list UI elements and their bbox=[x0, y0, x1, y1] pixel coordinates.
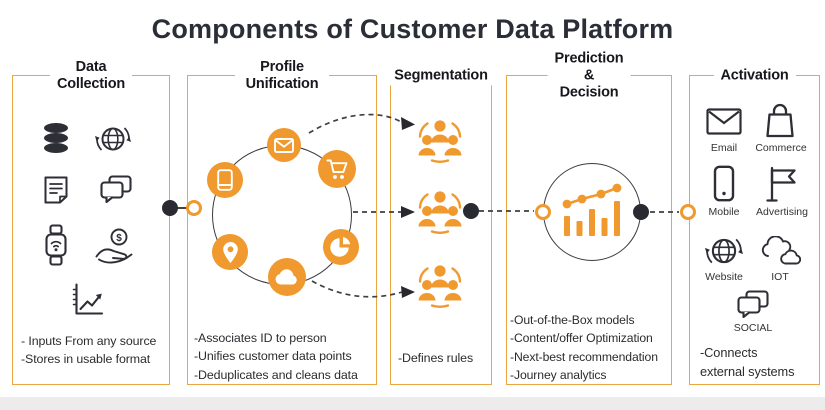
activation-bullets: -Connects external systems bbox=[700, 343, 795, 381]
bullet-line: -Out-of-the-Box models bbox=[510, 313, 635, 327]
connector-ring bbox=[535, 204, 551, 220]
section-header-data-collection: Data Collection bbox=[49, 57, 133, 95]
channel-label-iot: IOT bbox=[771, 271, 789, 283]
channel-label-email: Email bbox=[710, 142, 738, 154]
bullet-line: -Unifies customer data points bbox=[194, 349, 352, 364]
database-icon bbox=[44, 123, 68, 153]
connector-ring bbox=[186, 200, 202, 216]
audience-group-icon bbox=[418, 191, 462, 234]
connector-dot bbox=[463, 203, 479, 219]
section-header-prediction-decision: Prediction & Decision bbox=[547, 49, 631, 103]
channel-label-website: Website bbox=[705, 271, 743, 283]
section-header-segmentation: Segmentation bbox=[387, 66, 495, 86]
connector-dot bbox=[633, 204, 649, 220]
advertising-flag-icon bbox=[766, 166, 796, 202]
section-profile-unification: Profile Unification bbox=[187, 57, 377, 385]
social-chat-icon bbox=[737, 290, 769, 318]
email-icon bbox=[706, 108, 742, 135]
bullet-line: -Deduplicates and cleans data bbox=[194, 367, 358, 382]
web-globe-icon bbox=[95, 127, 131, 151]
smartwatch-icon bbox=[45, 224, 67, 266]
envelope-icon bbox=[267, 128, 301, 162]
pie-chart-icon bbox=[323, 229, 359, 265]
channel-label-mobile: Mobile bbox=[708, 206, 740, 218]
analytics-chart-icon bbox=[562, 183, 622, 236]
section-header-profile-unification: Profile Unification bbox=[235, 57, 329, 95]
bullet-line: -Journey analytics bbox=[510, 368, 607, 383]
audience-group-icon bbox=[418, 120, 462, 163]
cloud-icon bbox=[268, 258, 306, 296]
channel-label-commerce: Commerce bbox=[755, 142, 807, 154]
section-activation: Activation bbox=[689, 66, 820, 385]
profile-unification-bullets: -Associates ID to person -Unifies custom… bbox=[194, 329, 358, 384]
chat-bubbles-icon bbox=[100, 175, 132, 203]
channel-label-social: SOCIAL bbox=[733, 322, 773, 334]
data-collection-bullets: - Inputs From any source -Stores in usab… bbox=[21, 332, 156, 369]
location-pin-icon bbox=[212, 234, 248, 270]
bullet-line: external systems bbox=[700, 364, 795, 379]
growth-chart-icon bbox=[72, 283, 104, 315]
iot-cloud-icon bbox=[761, 236, 801, 265]
page-background-strip bbox=[0, 397, 825, 410]
hand-dollar-icon: $ bbox=[95, 228, 133, 264]
diagram-title: Components of Customer Data Platform bbox=[151, 14, 674, 44]
website-globe-icon bbox=[705, 238, 743, 264]
bullet-line: -Stores in usable format bbox=[21, 352, 151, 367]
connector-ring bbox=[680, 204, 696, 220]
bullet-line: -Associates ID to person bbox=[194, 331, 327, 345]
bullet-line: -Defines rules bbox=[398, 351, 474, 365]
audience-group-icon bbox=[418, 265, 462, 308]
mobile-icon bbox=[713, 165, 735, 202]
book-icon bbox=[207, 162, 243, 198]
prediction-bullets: -Out-of-the-Box models -Content/offer Op… bbox=[510, 311, 658, 385]
bullet-line: -Connects bbox=[700, 345, 758, 360]
segmentation-bullets: -Defines rules bbox=[398, 349, 473, 367]
bullet-line: -Content/offer Optimization bbox=[510, 331, 653, 346]
commerce-bag-icon bbox=[766, 103, 794, 138]
connector-dot bbox=[162, 200, 178, 216]
section-prediction-decision: Prediction & Decision bbox=[506, 49, 672, 385]
cart-icon bbox=[318, 150, 356, 188]
channel-label-advertising: Advertising bbox=[756, 206, 808, 218]
section-data-collection: Data Collection bbox=[12, 57, 170, 385]
memo-icon bbox=[44, 176, 68, 204]
dollar-glyph: $ bbox=[116, 233, 122, 244]
section-header-activation: Activation bbox=[713, 66, 796, 86]
section-segmentation: Segmentation bbox=[387, 66, 495, 385]
bullet-line: -Next-best recommendation bbox=[510, 349, 658, 364]
bullet-line: - Inputs From any source bbox=[21, 334, 157, 348]
